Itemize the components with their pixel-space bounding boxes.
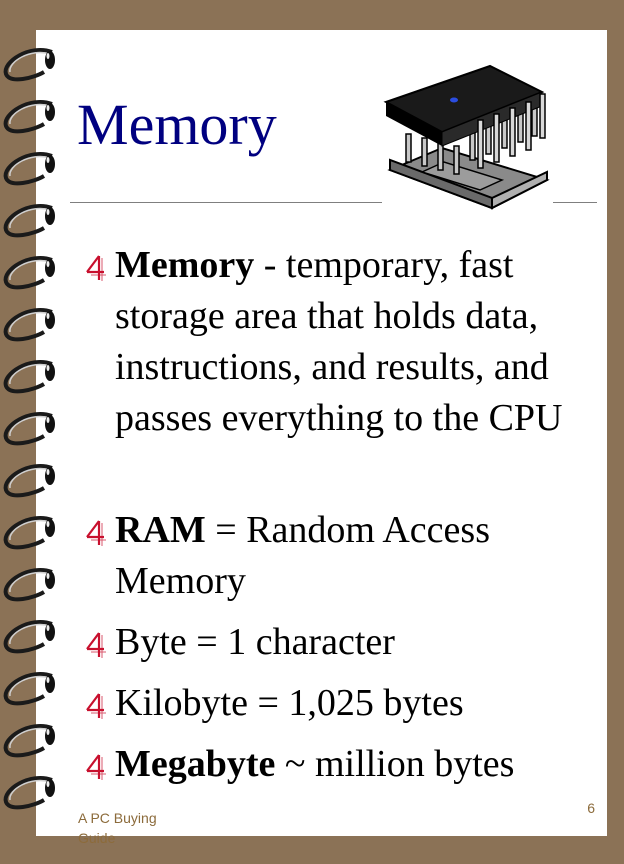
four-bullet-icon (86, 520, 106, 546)
four-bullet-icon (86, 693, 106, 719)
bullet-description: ~ million bytes (275, 743, 515, 785)
spiral-ring (3, 256, 55, 290)
memory-chip-icon (383, 64, 550, 210)
bullet-item: Byte = 1 character (84, 617, 584, 668)
spiral-ring (3, 48, 55, 82)
bullet-description: = Random Access Memory (115, 509, 490, 602)
slide-title: Memory (77, 92, 277, 157)
page-number: 6 (587, 800, 595, 816)
bullet-text: RAM = Random Access Memory (115, 505, 584, 607)
spiral-ring (3, 360, 55, 394)
bullet-text: Byte = 1 character (115, 617, 584, 668)
spiral-ring (3, 672, 55, 706)
spiral-ring (3, 152, 55, 186)
bullet-text: Megabyte ~ million bytes (115, 739, 584, 790)
spiral-ring (3, 568, 55, 602)
four-bullet-icon (86, 754, 106, 780)
bullet-description: Kilobyte = 1,025 bytes (115, 682, 464, 724)
bullet-term: RAM (115, 509, 206, 551)
bullet-text: Kilobyte = 1,025 bytes (115, 678, 584, 729)
bullet-term: Megabyte (115, 743, 276, 785)
spiral-ring (3, 724, 55, 758)
spiral-ring (3, 620, 55, 654)
spiral-binding (3, 48, 55, 810)
bullet-item: Kilobyte = 1,025 bytes (84, 678, 584, 729)
spiral-ring (3, 464, 55, 498)
spiral-ring (3, 516, 55, 550)
bullet-text: Memory - temporary, fast storage area th… (115, 240, 584, 444)
title-rule-right (553, 202, 597, 203)
title-rule-left (70, 202, 382, 203)
spiral-ring (3, 308, 55, 342)
spiral-ring (3, 776, 55, 810)
bullet-item: Memory - temporary, fast storage area th… (84, 240, 584, 444)
bullet-item: RAM = Random Access Memory (84, 505, 584, 607)
four-bullet-icon (86, 632, 106, 658)
bullet-item: Megabyte ~ million bytes (84, 739, 584, 790)
bullet-description: - temporary, fast storage area that hold… (115, 244, 563, 439)
footer-title: A PC Buying Guide (78, 810, 157, 846)
bullet-term: Memory (115, 244, 255, 286)
four-bullet-icon (86, 255, 106, 281)
bullet-description: Byte = 1 character (115, 621, 395, 663)
spiral-ring (3, 412, 55, 446)
spiral-ring (3, 204, 55, 238)
slide-page (36, 30, 607, 836)
spiral-ring (3, 100, 55, 134)
